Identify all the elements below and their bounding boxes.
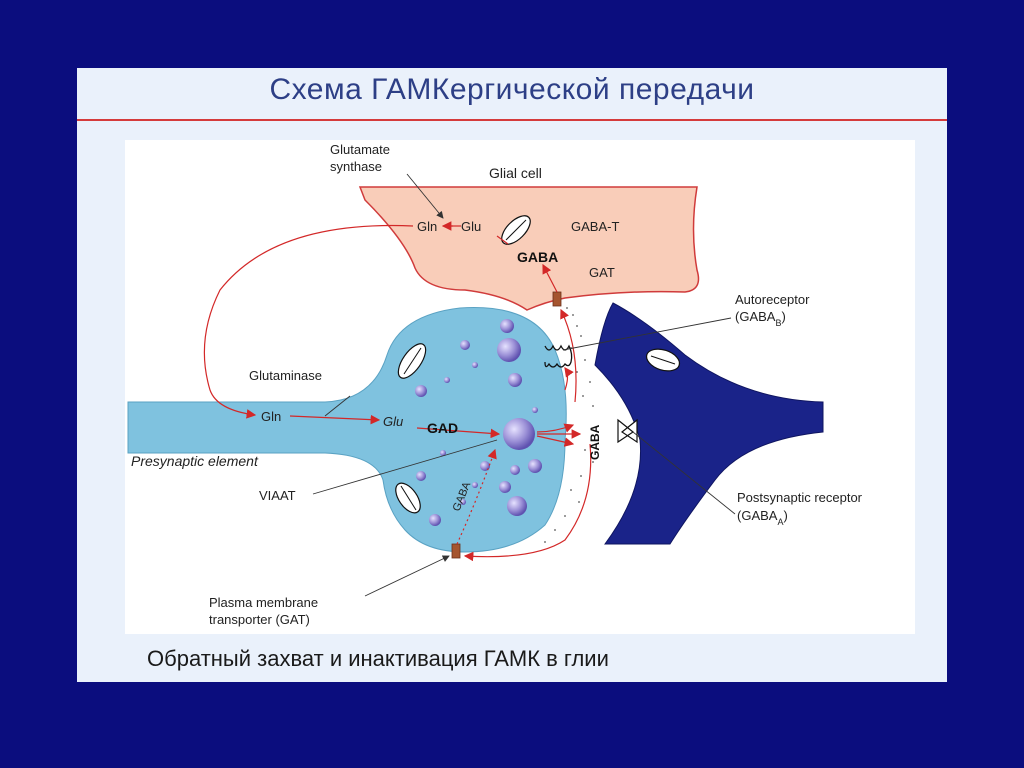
label-autoreceptor: Autoreceptor	[735, 292, 810, 307]
label-postsynaptic-receptor-type: (GABAA)	[737, 508, 788, 527]
presynaptic-mitochondrion-bottom-crista	[400, 485, 417, 511]
slide-caption: Обратный захват и инактивация ГАМК в гли…	[147, 646, 609, 671]
postsynaptic-mitochondrion-crista	[650, 355, 676, 365]
cleft-gaba-molecules	[544, 307, 594, 543]
label-glutamate-synthase-1: Glutamate	[330, 142, 390, 157]
synaptic-vesicles	[415, 319, 542, 526]
slide-title: Схема ГАМКергической передачи	[269, 73, 755, 106]
label-postsynaptic-receptor: Postsynaptic receptor	[737, 490, 863, 505]
label-viaat: VIAAT	[259, 488, 296, 503]
glial-cell	[358, 186, 700, 311]
label-plasma-membrane-1: Plasma membrane	[209, 595, 318, 610]
label-glu-glia: Glu	[461, 219, 481, 234]
label-gaba-t: GABA-T	[571, 219, 619, 234]
autoreceptor-gabab	[544, 344, 573, 368]
label-gaba-cleft: GABA	[588, 424, 602, 460]
plasma-membrane-gat-transporter	[451, 543, 461, 559]
postsynaptic-element	[594, 302, 824, 545]
label-gat-glia: GAT	[589, 265, 615, 280]
presynaptic-mitochondrion-top-crista	[403, 347, 422, 375]
metabolic-pathways	[203, 221, 592, 562]
postsynaptic-receptor-gabaa	[617, 418, 638, 444]
glial-mitochondrion-crista	[505, 219, 527, 241]
label-autoreceptor-type: (GABAB)	[735, 309, 786, 328]
glial-gat-transporter	[552, 291, 562, 307]
label-gln-glia: Gln	[417, 219, 437, 234]
slide: Схема ГАМКергической передачи	[77, 68, 947, 682]
leader-lines	[312, 173, 736, 597]
label-gln-presynaptic: Gln	[261, 409, 281, 424]
label-glutamate-synthase-2: synthase	[330, 159, 382, 174]
label-gad: GAD	[427, 420, 458, 436]
diagram-canvas: Glutamate synthase Glial cell Gln Glu GA…	[127, 142, 863, 627]
label-glutaminase: Glutaminase	[249, 368, 322, 383]
label-presynaptic-element: Presynaptic element	[131, 453, 259, 469]
presynaptic-element	[127, 307, 567, 553]
label-plasma-membrane-2: transporter (GAT)	[209, 612, 310, 627]
label-glu-presynaptic: Glu	[383, 414, 403, 429]
label-glial-cell: Glial cell	[489, 165, 542, 181]
label-gaba-glia: GABA	[517, 249, 558, 265]
gaba-transmission-diagram: Glutamate synthase Glial cell Gln Glu GA…	[125, 140, 915, 634]
title-divider	[77, 119, 947, 121]
